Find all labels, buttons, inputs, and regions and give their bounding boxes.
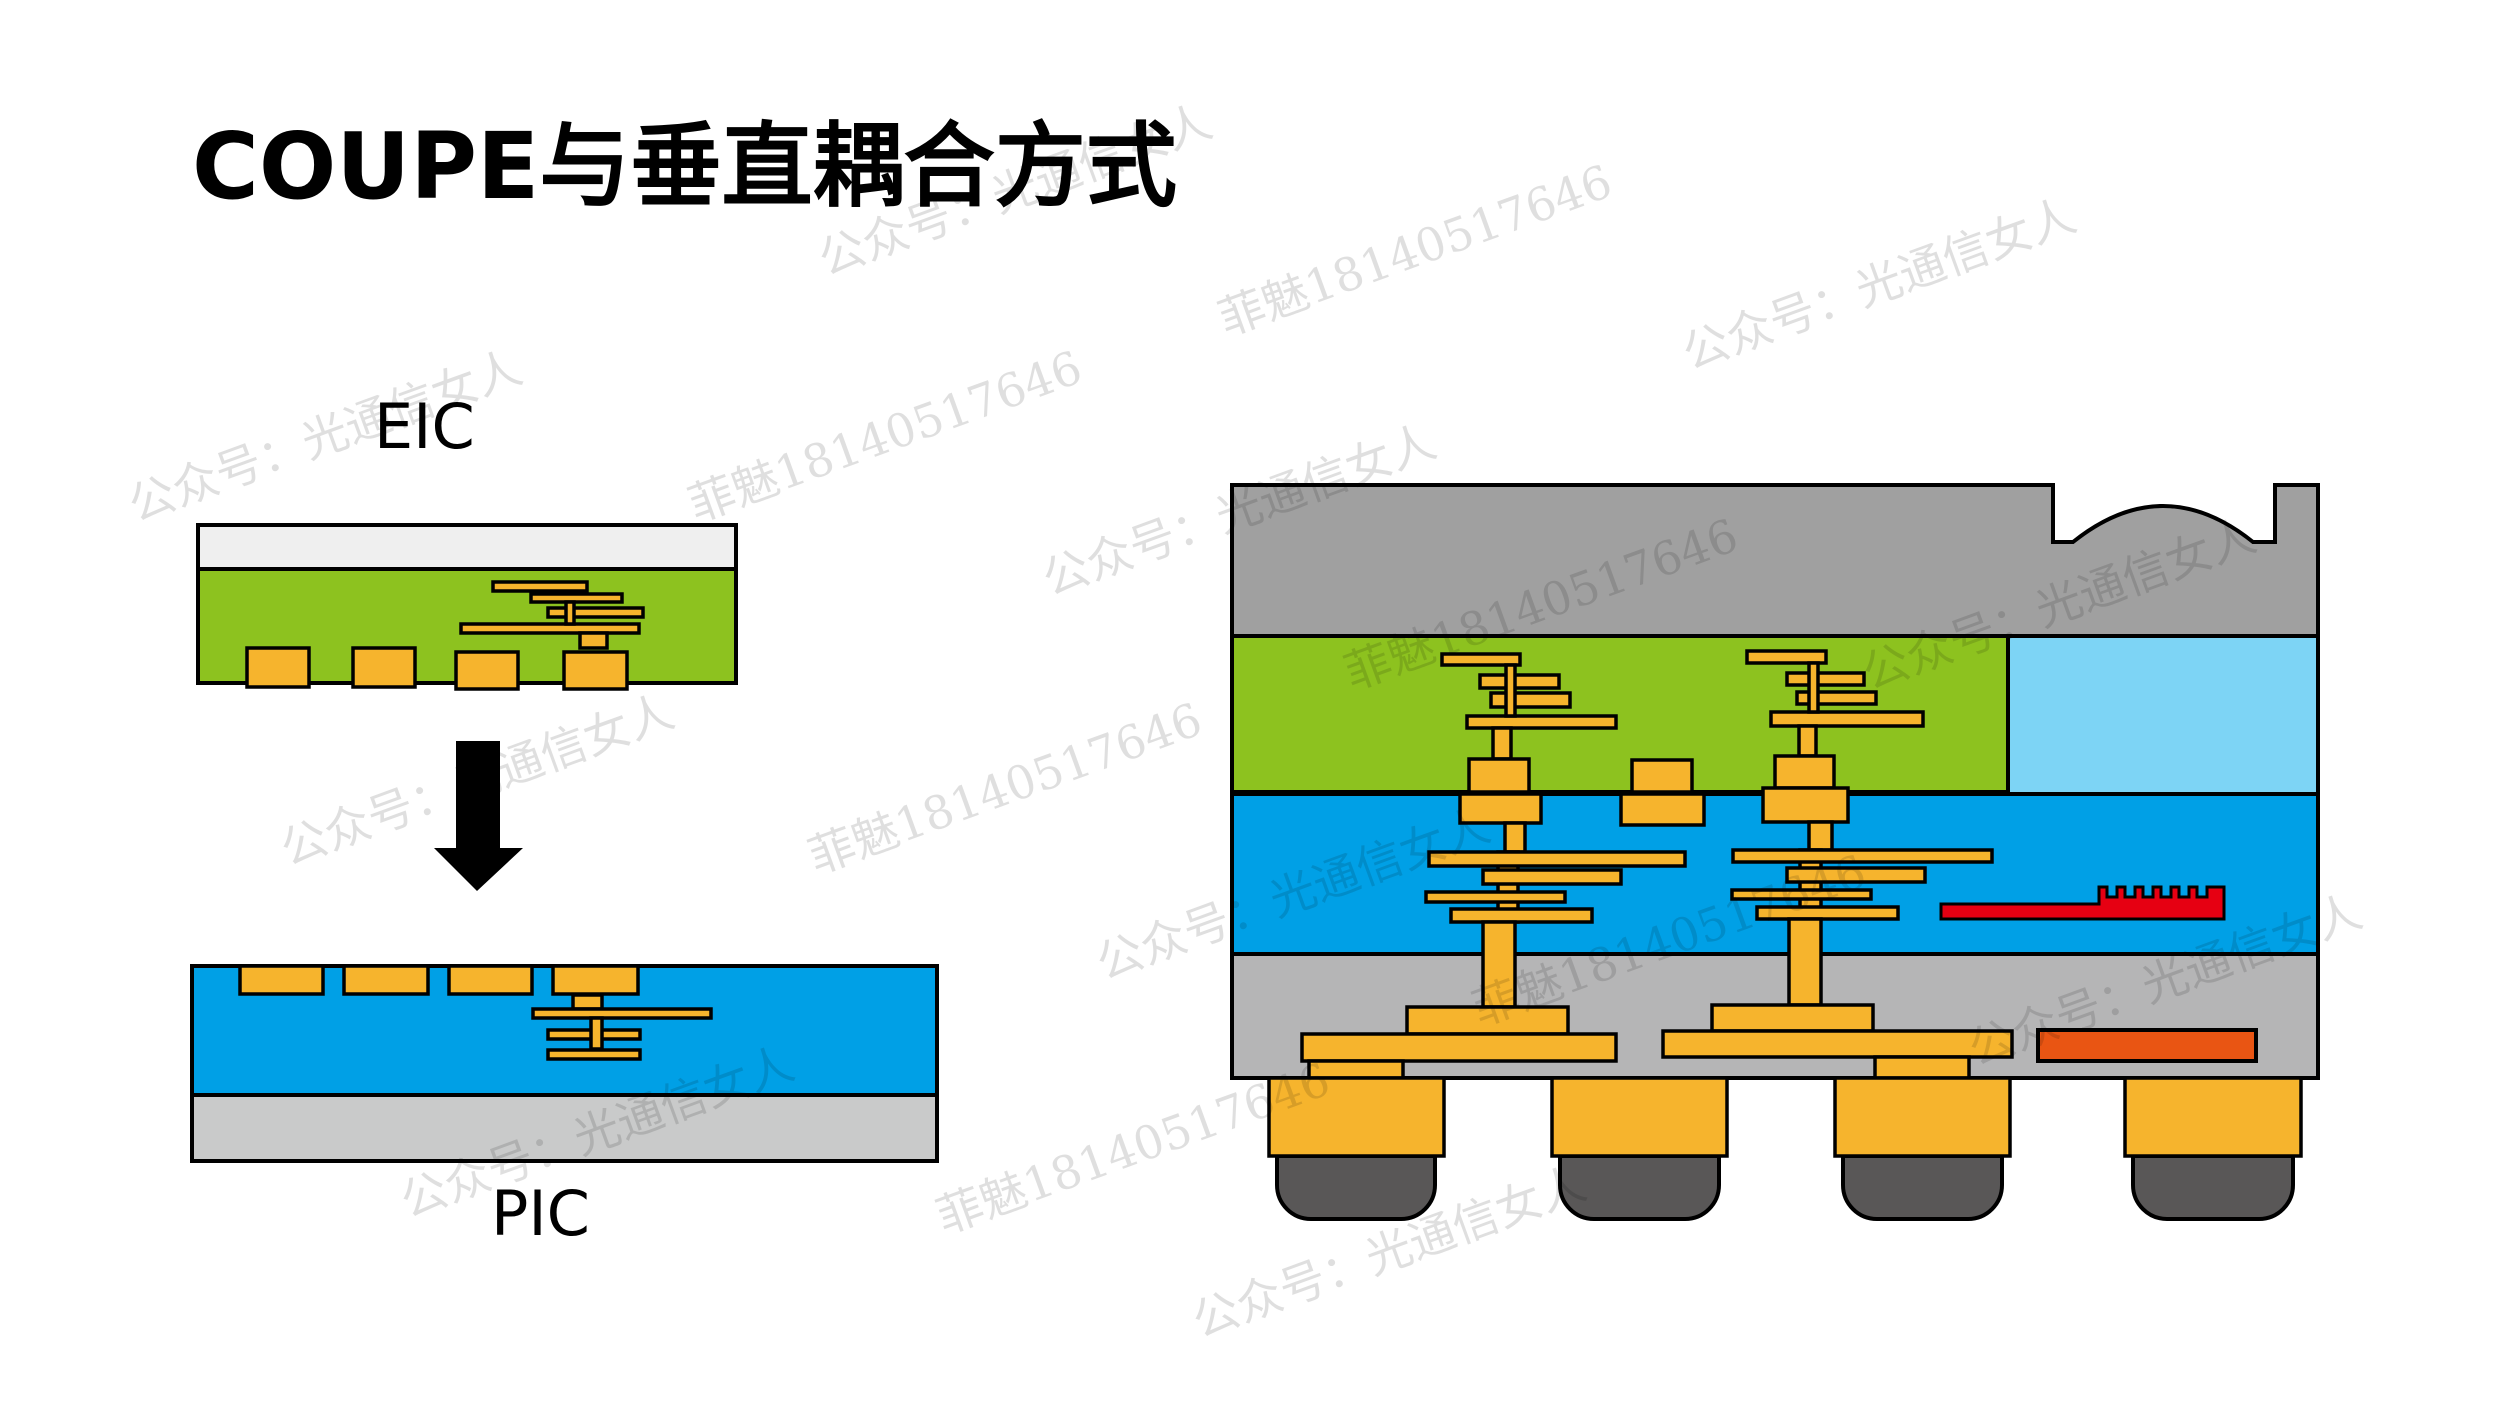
coupe-package	[1230, 483, 2320, 1221]
optical-layer	[2006, 634, 2320, 796]
page-title: COUPE与垂直耦合方式	[192, 113, 1177, 220]
watermark: 公众号：光通信女人	[1675, 188, 2083, 380]
grating-coupler	[1939, 885, 2226, 921]
eic-pad	[562, 650, 629, 691]
eic-pad	[454, 650, 520, 691]
eic-pad	[351, 646, 417, 689]
eic-chip: EIC	[196, 390, 738, 691]
pic-pad	[447, 964, 534, 996]
pic-chip: PIC	[190, 964, 939, 1250]
down-arrow-icon	[434, 741, 523, 891]
mold-layer	[1230, 483, 2320, 638]
pic-label: PIC	[491, 1177, 590, 1250]
eic-pad	[245, 646, 311, 689]
solder-balls	[1267, 1076, 2303, 1221]
pic-pad	[238, 964, 325, 996]
watermark: 菲魅18140517646	[681, 340, 1088, 532]
pic-layer	[1230, 792, 2320, 956]
eic-label: EIC	[374, 390, 475, 463]
pic-pad	[551, 964, 640, 996]
pic-pad	[342, 964, 430, 996]
laser-block	[2036, 1028, 2258, 1063]
watermark: 菲魅18140517646	[1211, 154, 1618, 346]
watermark: 菲魅18140517646	[801, 692, 1208, 884]
